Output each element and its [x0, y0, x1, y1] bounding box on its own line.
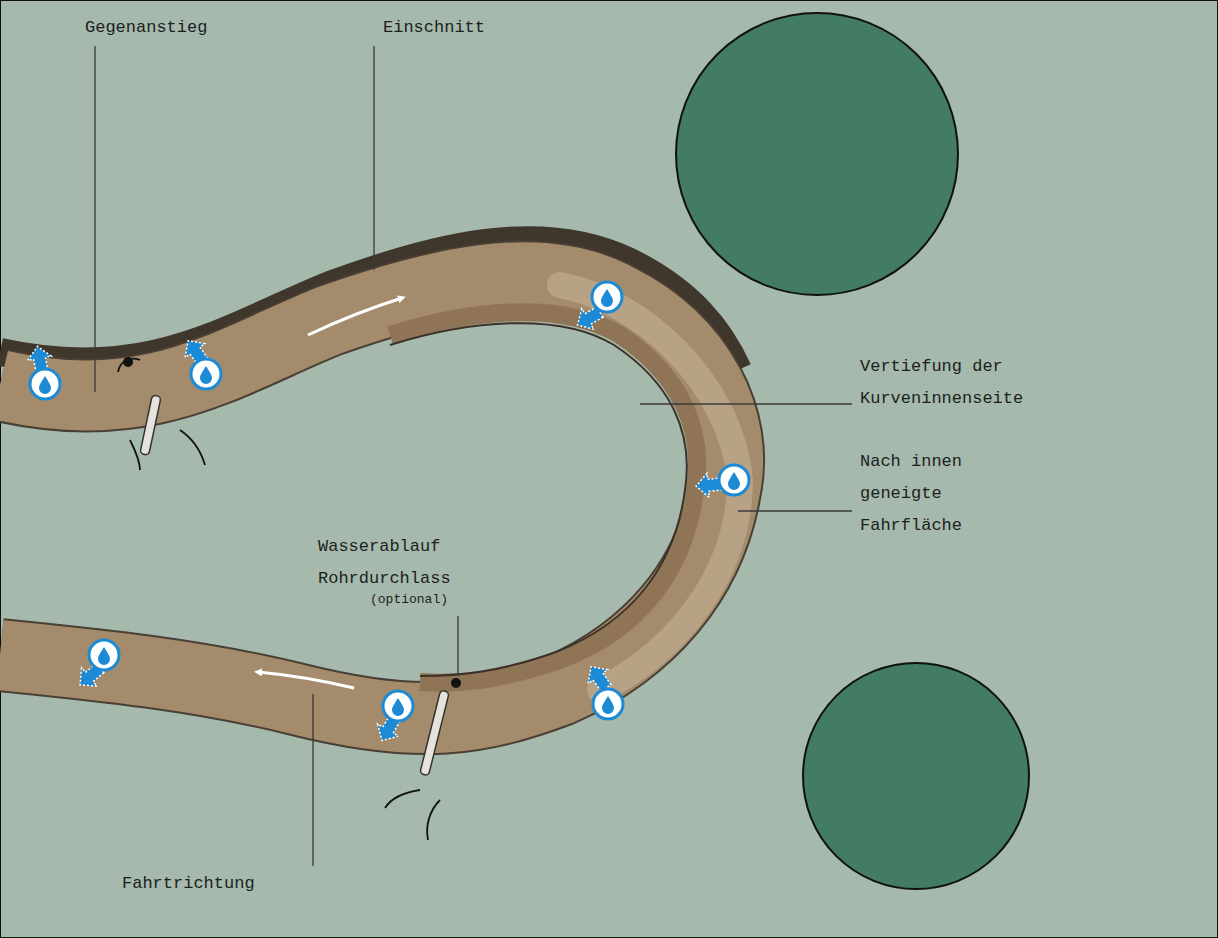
road-outline	[0, 277, 728, 718]
label-text: Vertiefung der Kurveninnenseite	[860, 351, 1033, 415]
inner-edge	[390, 323, 687, 676]
road-highlight	[560, 285, 740, 690]
direction-arrow	[308, 298, 402, 335]
label-text: Einschnitt	[383, 12, 485, 44]
label-text: Fahrtrichtung	[122, 868, 255, 900]
direction-arrow	[258, 672, 354, 688]
label-text: Wasserablauf Rohrdurchlass	[318, 531, 457, 595]
inner-depression	[390, 312, 697, 682]
leader-line	[95, 46, 852, 866]
tree	[676, 13, 958, 295]
tree	[803, 663, 1029, 889]
road-surface	[0, 277, 728, 718]
water-drop-icon	[30, 282, 749, 721]
label-text: Nach innen geneigte Fahrfläche	[860, 446, 972, 542]
runoff-arrow	[26, 302, 723, 747]
label-text: Gegenanstieg	[85, 12, 207, 44]
note-text: (optional)	[370, 589, 448, 611]
